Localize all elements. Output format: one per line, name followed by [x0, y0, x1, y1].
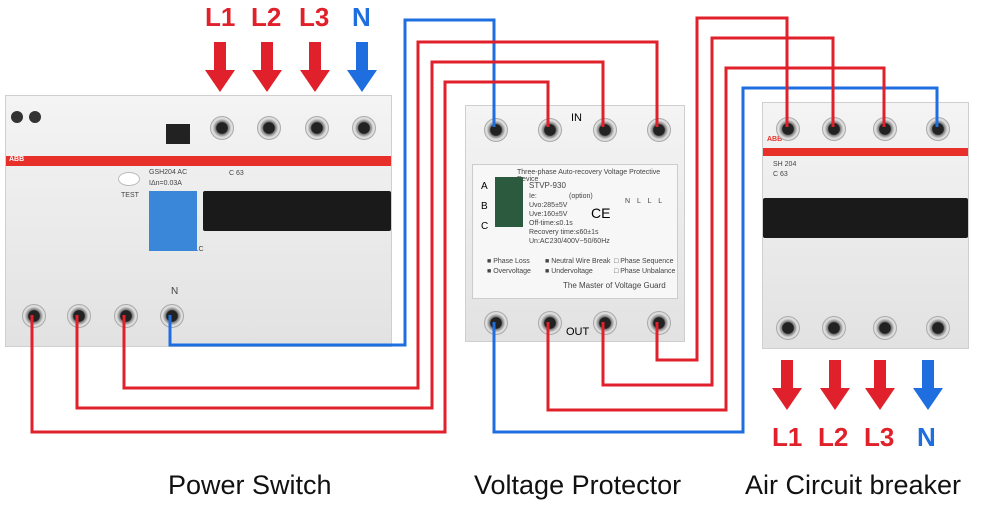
wire-l1-out — [546, 66, 886, 412]
wire-l3-in — [122, 40, 659, 390]
output-label-l1: L1 — [772, 422, 803, 452]
feature: Phase Unbalance — [620, 268, 676, 275]
wire-n-out — [492, 86, 939, 434]
arrow-down-icon — [913, 360, 943, 410]
caption-voltage-protector: Voltage Protector — [474, 470, 682, 500]
input-label-l3: L3 — [299, 2, 330, 32]
arrow-down-icon — [865, 360, 895, 410]
label-c: C — [481, 221, 489, 232]
phase-letter: L — [658, 198, 663, 205]
neutral-label: N — [171, 286, 179, 297]
feature: Undervoltage — [551, 268, 593, 275]
caption-power-switch: Power Switch — [168, 470, 332, 500]
spec: Uve:160±5V — [529, 211, 568, 218]
ce-mark: CE — [591, 205, 611, 221]
arrow-down-icon — [820, 360, 850, 410]
power-switch: ABB TEST GSH204 AC IΔn=0.03A C 63 M201C … — [5, 95, 392, 347]
input-label-n: N — [352, 2, 371, 32]
ie-label: Ie: — [529, 193, 537, 200]
spec: Off-time:≤0.1s — [529, 220, 573, 227]
protector-panel: Three-phase Auto-recovery Voltage Protec… — [472, 164, 678, 299]
arrow-down-icon — [347, 42, 377, 92]
option-label: (option) — [569, 193, 593, 200]
model-label: GSH204 AC — [149, 169, 188, 176]
label-b: B — [481, 201, 488, 212]
wire-n-in — [168, 18, 496, 347]
wire-l3-out — [655, 16, 789, 362]
phase-letter: L — [637, 198, 641, 205]
out-label: OUT — [566, 326, 590, 338]
phase-letter: L — [647, 198, 652, 205]
breaker-handle[interactable] — [203, 191, 391, 231]
rating-label: C 63 — [773, 171, 788, 178]
arrow-down-icon — [300, 42, 330, 92]
air-circuit-breaker: ABB SH 204 C 63 — [762, 102, 969, 349]
caption-air-breaker: Air Circuit breaker — [745, 470, 962, 500]
feature: Phase Loss — [493, 258, 530, 265]
label-a: A — [481, 181, 488, 192]
model-label: STVP-930 — [529, 181, 566, 190]
feature: Neutral Wire Break — [551, 258, 611, 265]
feature: Phase Sequence — [620, 258, 674, 265]
voltage-protector: IN OUT Three-phase Auto-recovery Voltage… — [465, 105, 685, 342]
output-label-l3: L3 — [864, 422, 895, 452]
spec: Un:AC230/400V~50/60Hz — [529, 238, 610, 245]
input-label-l2: L2 — [251, 2, 282, 32]
test-label: TEST — [121, 192, 139, 199]
device-title: Three-phase Auto-recovery Voltage Protec… — [517, 169, 661, 183]
brand-label: ABB — [767, 136, 783, 143]
arrow-down-icon — [205, 42, 235, 92]
model-label: SH 204 — [773, 161, 797, 168]
spec: Recovery time:≤60±1s — [529, 229, 599, 236]
test-button[interactable] — [118, 172, 140, 186]
rating-label: IΔn=0.03A — [149, 180, 182, 187]
feature: Overvoltage — [493, 268, 531, 275]
wire-l2-out — [601, 36, 835, 387]
breaker-handle[interactable] — [763, 198, 968, 238]
input-label-l1: L1 — [205, 2, 236, 32]
slogan: The Master of Voltage Guard — [563, 281, 666, 290]
output-label-l2: L2 — [818, 422, 849, 452]
rcd-toggle[interactable] — [149, 191, 197, 251]
arrow-down-icon — [772, 360, 802, 410]
phase-letter: N — [625, 198, 631, 205]
breaker-label: C 63 — [229, 170, 244, 177]
output-label-n: N — [917, 422, 936, 452]
brand-label: ABB — [9, 156, 25, 163]
spec: Uvo:285±5V — [529, 202, 568, 209]
wire-l1-in — [30, 80, 550, 434]
wire-l2-in — [75, 60, 605, 410]
in-label: IN — [571, 112, 582, 124]
arrow-down-icon — [252, 42, 282, 92]
